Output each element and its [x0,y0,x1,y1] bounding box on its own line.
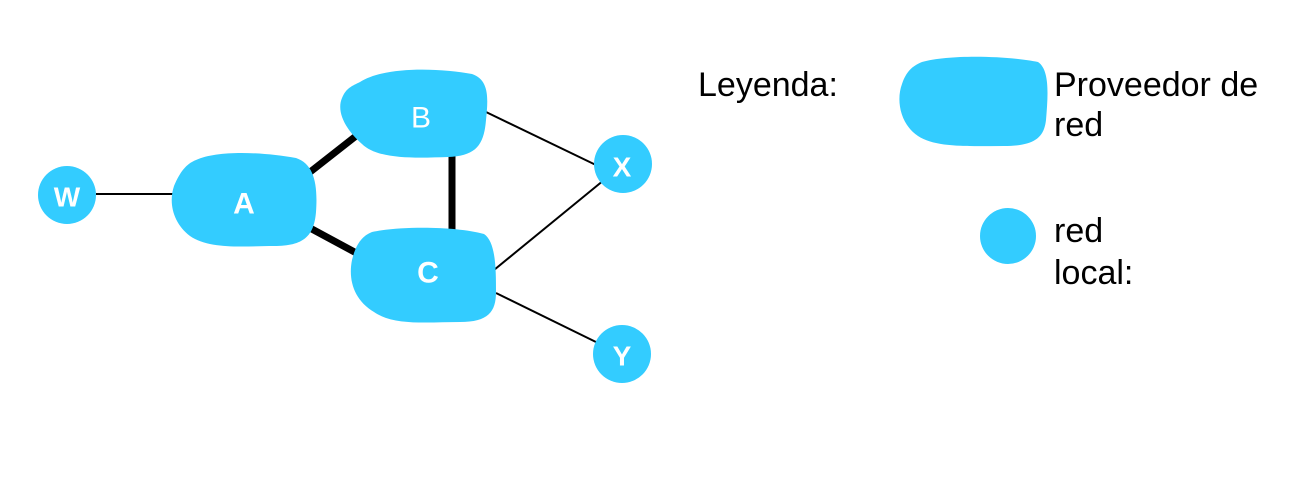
local-network-w: W [38,166,96,224]
link-c-y [495,292,599,344]
legend-provider-label-line2: red [1054,106,1103,144]
provider-network-c: C [350,227,496,323]
local-circle-w [38,166,96,224]
provider-network-a: A [171,153,317,247]
local-label-y: Y [613,341,632,372]
legend-provider-label-line1: Proveedor de [1054,66,1258,104]
legend: Leyenda: Proveedor de red red local: [698,56,1258,292]
legend-local-swatch [980,208,1036,264]
local-circle-y [593,325,651,383]
provider-blob-b [340,69,488,158]
local-network-y: Y [593,325,651,383]
local-network-x: X [594,135,652,193]
provider-label-b: B [411,102,431,135]
provider-networks: B A C [171,69,496,323]
provider-network-b: B [340,69,488,158]
legend-provider-swatch [899,56,1048,147]
local-circle-x [594,135,652,193]
provider-label-c: C [417,257,439,290]
provider-blob-a [171,153,317,247]
link-c-x [493,179,605,271]
legend-local-label-line2: local: [1054,254,1133,292]
legend-title: Leyenda: [698,66,838,104]
legend-local-label-line1: red [1054,212,1103,250]
links [96,111,605,344]
local-networks: W X Y [38,135,652,383]
link-a-b [302,133,359,179]
link-a-c [308,224,362,259]
local-label-w: W [54,182,81,213]
link-b-x [485,111,599,167]
provider-blob-c [350,227,496,323]
provider-label-a: A [233,188,255,221]
local-label-x: X [613,152,632,183]
